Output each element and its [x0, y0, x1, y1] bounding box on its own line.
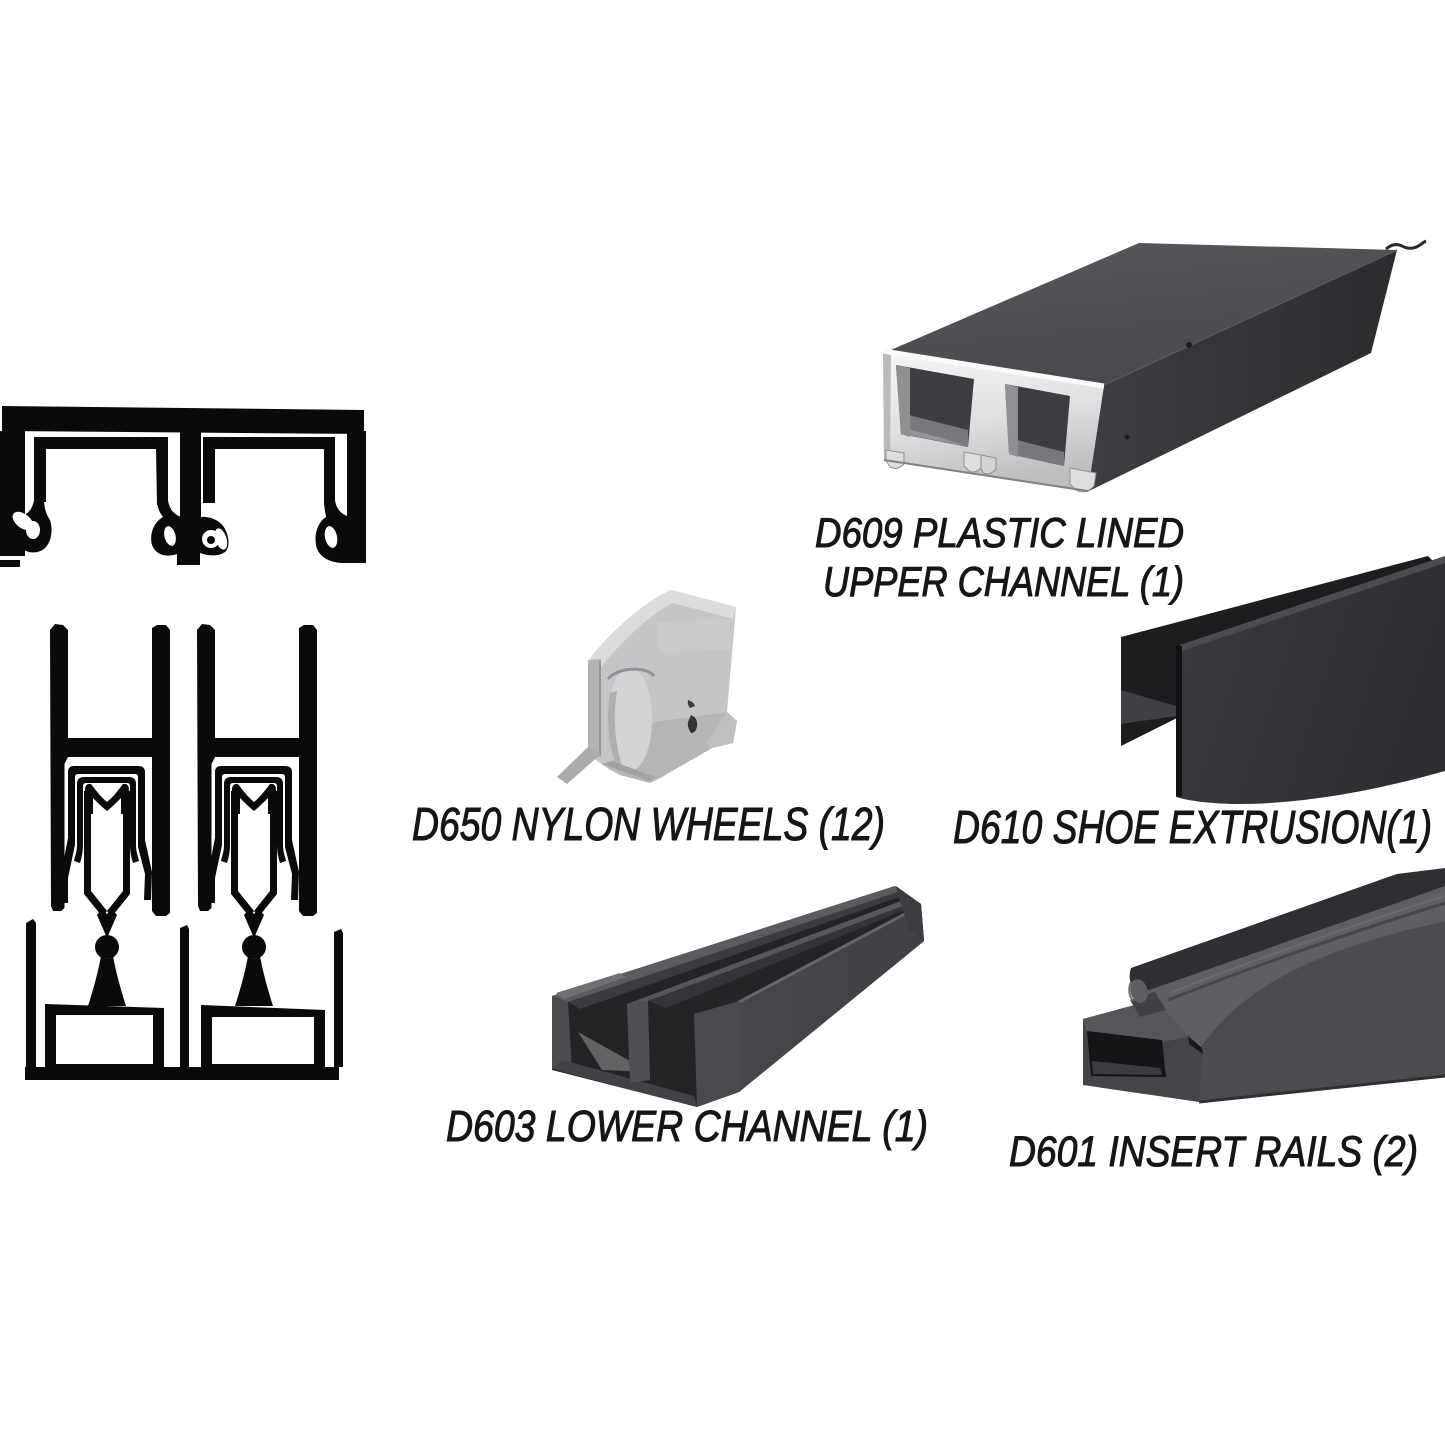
svg-text:UPPER CHANNEL (1): UPPER CHANNEL (1): [823, 558, 1184, 605]
svg-text:D609 PLASTIC LINED: D609 PLASTIC LINED: [815, 509, 1184, 556]
svg-text:D603 LOWER CHANNEL (1): D603 LOWER CHANNEL (1): [446, 1102, 928, 1151]
svg-text:D601 INSERT RAILS (2): D601 INSERT RAILS (2): [1009, 1128, 1418, 1176]
svg-text:D650 NYLON WHEELS (12): D650 NYLON WHEELS (12): [412, 798, 885, 850]
svg-text:D610 SHOE EXTRUSION(1): D610 SHOE EXTRUSION(1): [953, 801, 1432, 853]
